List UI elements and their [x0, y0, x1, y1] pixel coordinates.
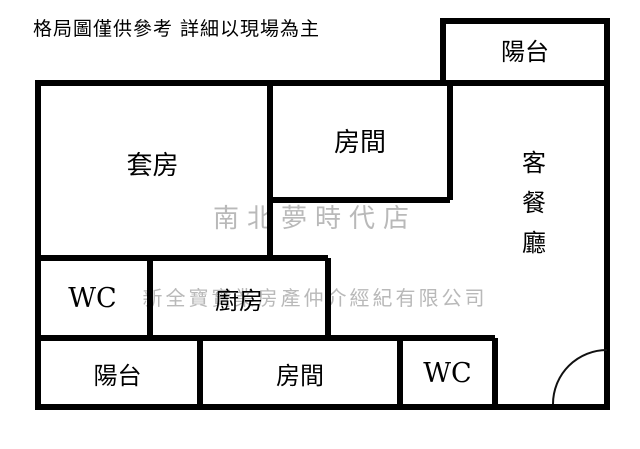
- watermark-store-name: 南北夢時代店: [212, 204, 417, 234]
- balcony-top-wall: [440, 18, 610, 86]
- door-arc: [552, 349, 608, 405]
- room-label-wc-mid: WC: [68, 282, 117, 314]
- room-label-kitchen: 廚房: [215, 286, 263, 315]
- room-label-wc-bottom: WC: [423, 357, 472, 389]
- room-label-bedroom-bottom: 房間: [276, 361, 324, 390]
- outer-wall: [35, 80, 610, 410]
- watermark-company-name: 新全寶實業房產仲介經紀有限公司: [142, 286, 488, 310]
- room-label-balcony-bottom: 陽台: [93, 361, 142, 390]
- room-label-balcony-top: 陽台: [501, 37, 549, 66]
- room-label-bedroom-top: 房間: [333, 127, 386, 158]
- room-label-living-dining: 客餐廳: [517, 150, 546, 270]
- room-label-suite: 套房: [126, 150, 179, 181]
- disclaimer-text: 格局圖僅供參考 詳細以現場為主: [33, 18, 321, 40]
